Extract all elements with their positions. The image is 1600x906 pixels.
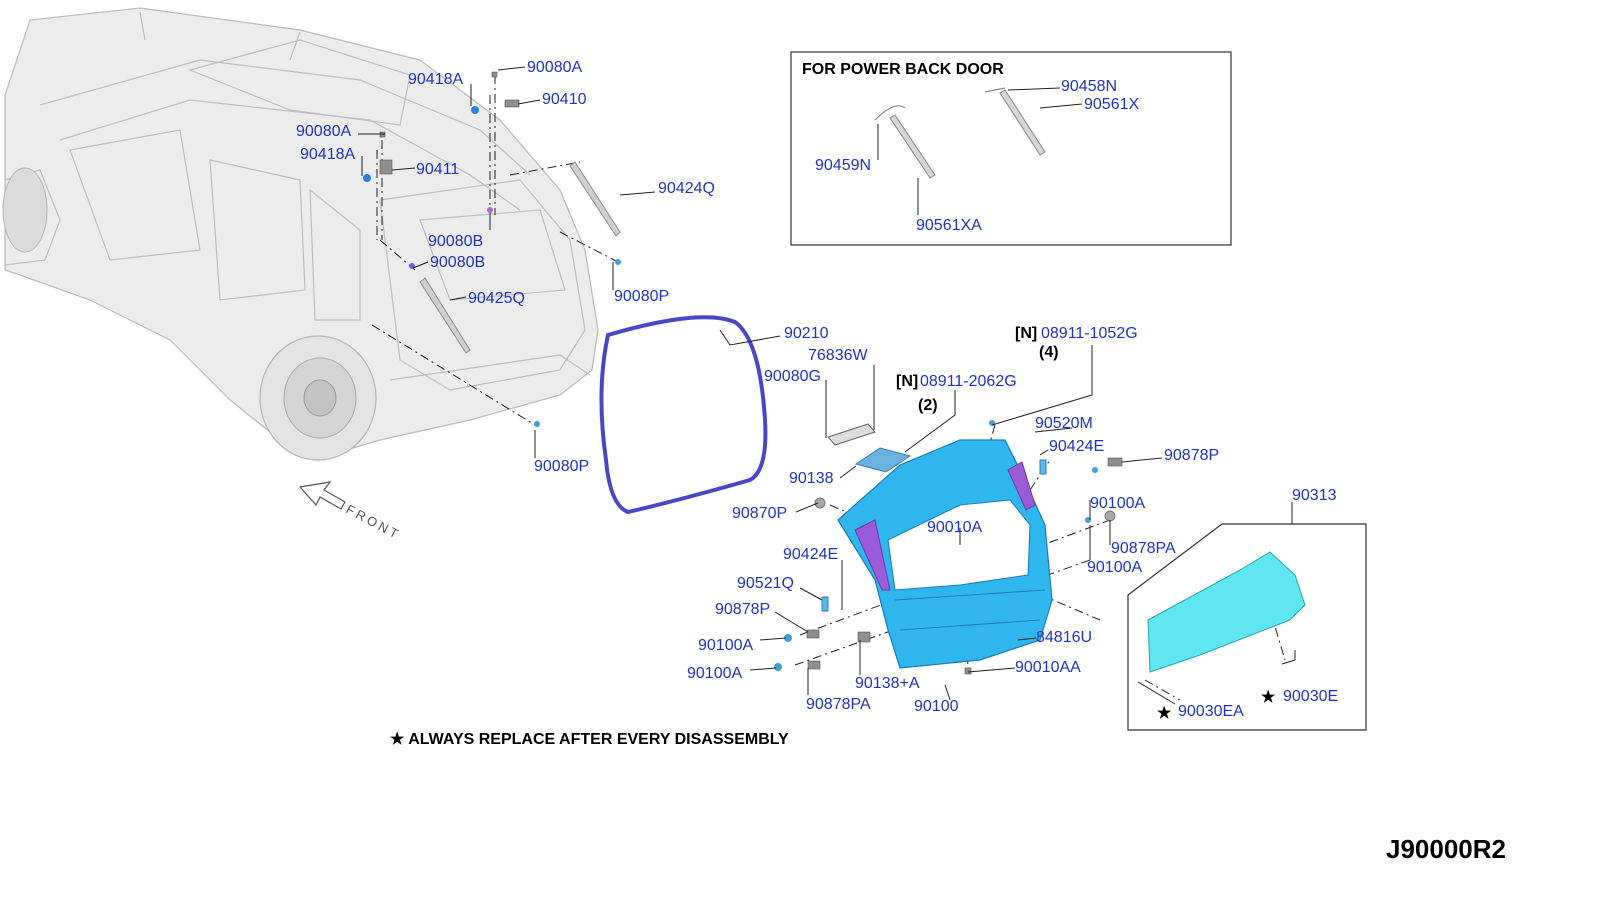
front-direction-arrow: FRONT: [298, 481, 404, 543]
callout-label: 90878P: [715, 601, 770, 618]
callout-label: 90878P: [1164, 447, 1219, 464]
callout-label: 90878PA: [806, 696, 871, 713]
callout-label: 90521Q: [737, 575, 794, 592]
callout-label: 90030EA: [1178, 703, 1244, 720]
callout-label: 90418A: [408, 71, 463, 88]
leader-lines: [358, 66, 1296, 705]
callout-label: 90411: [416, 161, 459, 178]
callout-label: 90561XA: [916, 217, 982, 234]
callout-label: 90080P: [614, 288, 669, 305]
back-door-panel: [837, 439, 1053, 669]
callout-label: 90520M: [1035, 415, 1093, 432]
callout-label: 90424Q: [658, 180, 715, 197]
star-icon: ★: [1157, 705, 1172, 722]
callout-label: 90425Q: [468, 290, 525, 307]
callout-label: 90138: [789, 470, 834, 487]
star-icon: ★: [1261, 689, 1276, 706]
callout-label: 90100A: [687, 665, 742, 682]
callout-label: 90100A: [1090, 495, 1145, 512]
callout-label: 90080B: [428, 233, 483, 250]
callout-label: 90100A: [1087, 559, 1142, 576]
callout-label: 90080P: [534, 458, 589, 475]
callout-label: 90100: [914, 698, 959, 715]
callout-label: 90080G: [764, 368, 821, 385]
callout-labels: 90418A 90080A 90410 90080A 90418A 90411 …: [296, 59, 1338, 720]
callout-label: 90080A: [527, 59, 582, 76]
callout-label: 90878PA: [1111, 540, 1176, 557]
callout-label: 90459N: [815, 157, 871, 174]
quantity-marker: (2): [918, 397, 938, 414]
callout-label: 90418A: [300, 146, 355, 163]
callout-label: 84816U: [1036, 629, 1092, 646]
callout-label: 90870P: [732, 505, 787, 522]
quantity-marker: (4): [1039, 344, 1059, 361]
callout-label: 90410: [542, 91, 587, 108]
callout-label: 90561X: [1084, 96, 1139, 113]
callout-label: 90010AA: [1015, 659, 1081, 676]
diagram-code: J90000R2: [1386, 834, 1506, 864]
callout-label: 90080A: [296, 123, 351, 140]
callout-label: 90424E: [1049, 438, 1104, 455]
callout-label: 90100A: [698, 637, 753, 654]
callout-label: 90458N: [1061, 78, 1117, 95]
power-back-door-inset: [790, 51, 1232, 246]
replace-note: ★ ALWAYS REPLACE AFTER EVERY DISASSEMBLY: [390, 731, 789, 748]
new-part-marker: [N]: [896, 373, 918, 390]
callout-label: 90030E: [1283, 688, 1338, 705]
callout-label: 90138+A: [855, 675, 920, 692]
callout-label: 90424E: [783, 546, 838, 563]
callout-label: 08911-2062G: [920, 373, 1017, 390]
inset-title: FOR POWER BACK DOOR: [802, 61, 1004, 78]
vehicle-body-illustration: [2, 7, 599, 461]
front-label: FRONT: [344, 501, 404, 542]
callout-label: 08911-1052G: [1041, 325, 1138, 342]
markers: [N] (2) [N] (4) ★ ★: [896, 325, 1276, 722]
new-part-marker: [N]: [1015, 325, 1037, 342]
callout-label: 90010A: [927, 519, 982, 536]
callout-label: 90210: [784, 325, 829, 342]
weatherstrip-seal: [599, 315, 768, 515]
callout-label: 76836W: [808, 347, 868, 364]
callout-label: 90080B: [430, 254, 485, 271]
back-door-glass: [1147, 551, 1306, 673]
glass-inset-box: [1127, 523, 1367, 731]
callout-label: 90313: [1292, 487, 1337, 504]
